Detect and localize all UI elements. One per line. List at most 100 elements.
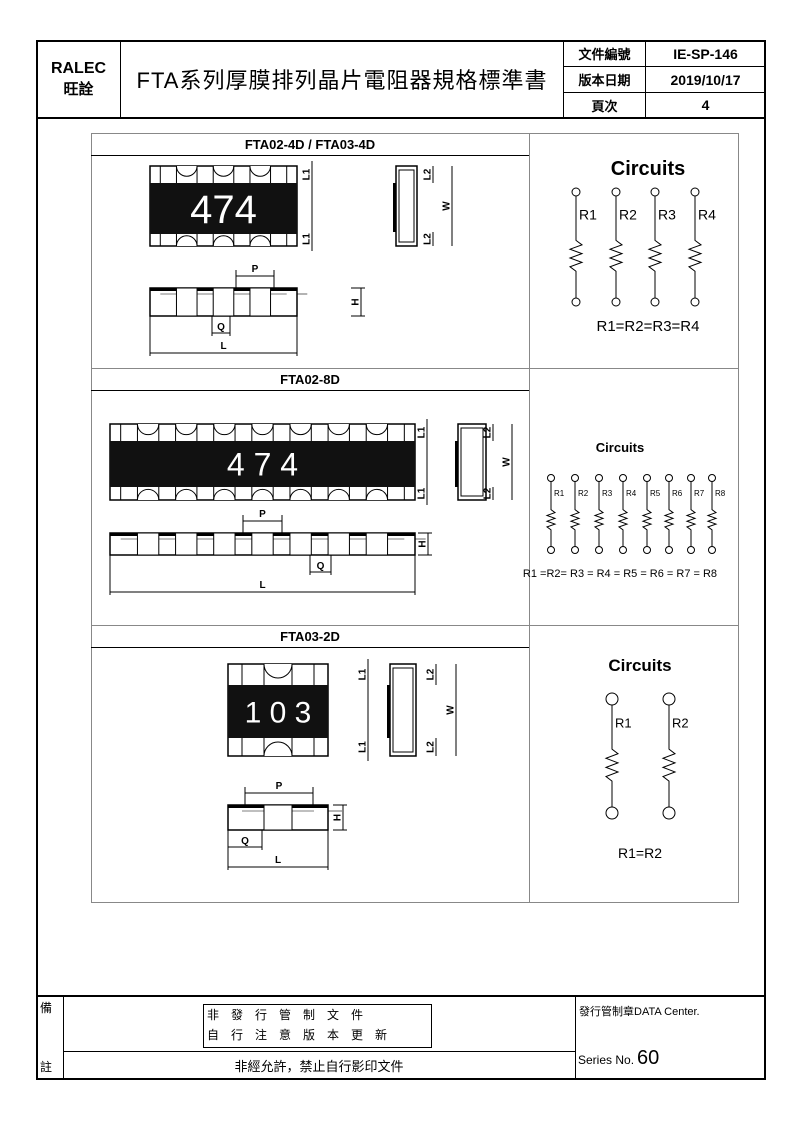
resistor-symbol-icon [663, 481, 675, 547]
resistor-symbol-icon [661, 705, 677, 807]
header-divider [36, 117, 766, 119]
l2-label: L2 [423, 168, 434, 180]
terminal-node-icon [650, 187, 660, 197]
l2-label: L2 [426, 741, 437, 753]
terminal-node-icon [650, 297, 660, 307]
terminal-node-icon [619, 474, 627, 482]
p-label: P [252, 264, 259, 275]
terminal-notch [213, 423, 236, 436]
resistor-label: R2 [578, 489, 589, 498]
resistor-symbol-icon [545, 481, 557, 547]
remark-label: 備 [40, 1001, 53, 1015]
series-label: Series No. [578, 1053, 635, 1067]
terminal-notch [327, 423, 350, 436]
remark-label: 註 [40, 1060, 53, 1074]
resistor-symbol-icon [641, 481, 653, 547]
terminal [212, 287, 235, 317]
series-value: 60 [637, 1047, 660, 1069]
row-divider [91, 368, 739, 369]
non-controlled-notice: 非 發 行 管 制 文 件 自 行 注 意 版 本 更 新 [203, 1004, 432, 1048]
terminal-node-icon [571, 187, 581, 197]
terminal [175, 287, 198, 317]
l1-label: L1 [302, 168, 313, 180]
copy-notice: 非經允許，禁止自行影印文件 [234, 1060, 404, 1075]
resistor-label: R8 [715, 489, 726, 498]
section-title: FTA02-8D [91, 368, 529, 391]
resistor-layer [393, 183, 396, 232]
chip-marking: 1 0 3 [245, 696, 312, 729]
terminal-node-icon [595, 474, 603, 482]
p-label: P [276, 781, 283, 792]
chip-marking: 4 7 4 [227, 447, 298, 483]
page-frame [36, 40, 766, 1080]
resistor-symbol-icon [593, 481, 605, 547]
resistor-label: R2 [672, 716, 689, 731]
terminal [249, 287, 272, 317]
terminal-notch [175, 423, 198, 436]
company-name: RALEC [50, 59, 107, 77]
terminal-node-icon [547, 546, 555, 554]
terminal-node-icon [611, 187, 621, 197]
chip-side-view [389, 663, 417, 757]
series-number: Series No. 60 [578, 1047, 659, 1070]
terminal-notch [365, 423, 389, 436]
terminal-notch [175, 165, 198, 177]
terminal [263, 804, 293, 831]
terminal-node-icon [643, 546, 651, 554]
terminal-node-icon [687, 546, 695, 554]
footer-divider [63, 995, 64, 1080]
l2-label: L2 [483, 426, 494, 438]
terminal-notch [249, 165, 272, 177]
document-title: FTA系列厚膜排列晶片電阻器規格標準書 [120, 40, 564, 118]
terminal-notch [249, 235, 272, 247]
terminal-node-icon [605, 692, 619, 706]
resistor-symbol-icon [685, 481, 697, 547]
footer-divider [63, 1051, 575, 1052]
footer-divider [36, 995, 766, 997]
resistor-label: R2 [619, 207, 637, 223]
circuit-equation: R1=R2=R3=R4 [597, 318, 700, 335]
chip-marking: 474 [190, 188, 257, 232]
terminal [327, 532, 350, 556]
resistor-label: R3 [658, 207, 676, 223]
l-label: L [220, 341, 226, 352]
resistor-symbol-icon [569, 481, 581, 547]
chip-side-inner [460, 427, 484, 497]
company-name-cn: 旺詮 [63, 80, 94, 98]
terminal-notch [327, 488, 350, 501]
terminal-node-icon [665, 546, 673, 554]
resistor-symbol-icon [568, 196, 584, 298]
l1-label: L1 [417, 426, 428, 438]
l-label: L [259, 580, 265, 591]
terminal-notch [365, 488, 389, 501]
terminal-node-icon [611, 297, 621, 307]
resistor-symbol-icon [647, 196, 663, 298]
terminal-notch [212, 235, 235, 247]
l2-label: L2 [426, 668, 437, 680]
terminal-node-icon [595, 546, 603, 554]
h-label: H [333, 814, 344, 821]
terminal-node-icon [687, 474, 695, 482]
terminal [289, 532, 312, 556]
terminal-notch [212, 165, 235, 177]
resistor-label: R1 [615, 716, 632, 731]
terminal-node-icon [690, 187, 700, 197]
l-label: L [275, 855, 281, 866]
resistor-layer [455, 441, 458, 487]
spec-table [91, 133, 739, 903]
terminal-notch [136, 423, 160, 436]
terminal-node-icon [605, 806, 619, 820]
q-label: Q [317, 561, 325, 572]
terminal-notch [213, 488, 236, 501]
terminal-node-icon [708, 474, 716, 482]
terminal [175, 532, 198, 556]
resistor-symbol-icon [604, 705, 620, 807]
l2-label: L2 [423, 233, 434, 245]
terminal-node-icon [547, 474, 555, 482]
terminal-notch [289, 423, 312, 436]
l1-label: L1 [358, 668, 369, 680]
notice-line: 非 發 行 管 制 文 件 [207, 1008, 364, 1022]
control-stamp: 發行管制章DATA Center. [579, 1006, 700, 1018]
resistor-symbol-icon [687, 196, 703, 298]
circuits-title: Circuits [611, 158, 685, 180]
